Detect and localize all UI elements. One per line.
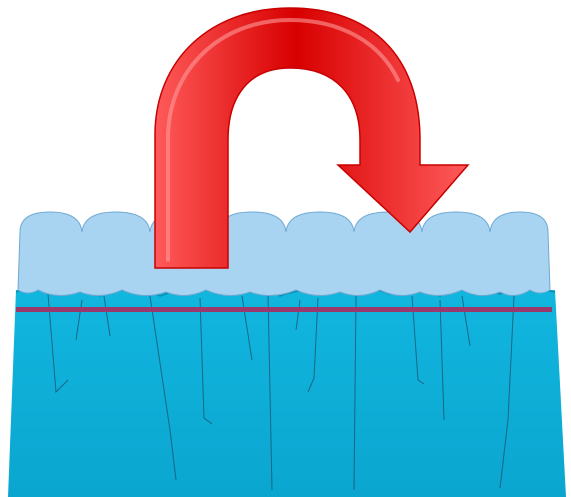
hem-band (16, 307, 552, 312)
folded-top-layer (18, 212, 550, 296)
fabric-skirt (8, 290, 566, 497)
